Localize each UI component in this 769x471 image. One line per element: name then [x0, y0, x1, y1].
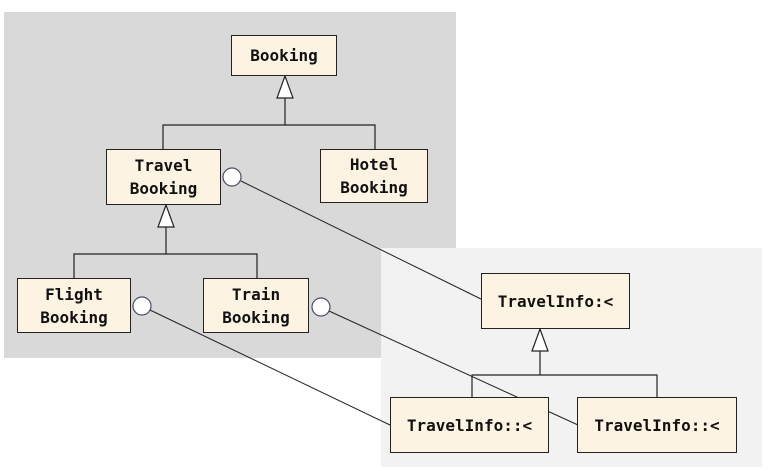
hotel-booking-node: Hotel Booking	[320, 149, 428, 203]
travel-booking-inheritance-arrow	[157, 203, 175, 228]
flight-booking-node: Flight Booking	[17, 278, 131, 333]
travelinfo-node: TravelInfo:<	[481, 273, 630, 329]
travelinfo-train-node: TravelInfo::<	[577, 397, 737, 453]
travel-booking-inheritance-connector	[73, 227, 258, 278]
travel-booking-node: Travel Booking	[106, 149, 221, 205]
travelinfo-flight-node: TravelInfo::<	[390, 397, 549, 453]
flight-booking-interface-icon	[132, 296, 152, 316]
train-booking-interface-icon	[311, 297, 331, 317]
train-booking-node: Train Booking	[203, 278, 309, 333]
flight-booking-to-travelinfo-line	[149, 309, 391, 426]
booking-inheritance-connector	[162, 98, 376, 149]
booking-inheritance-arrow	[276, 74, 294, 99]
travel-booking-to-travelinfo-line	[240, 180, 484, 301]
travelinfo-inheritance-arrow	[531, 327, 549, 352]
travelinfo-inheritance-connector	[471, 351, 658, 397]
booking-node: Booking	[231, 35, 337, 76]
travel-booking-interface-icon	[222, 167, 242, 187]
